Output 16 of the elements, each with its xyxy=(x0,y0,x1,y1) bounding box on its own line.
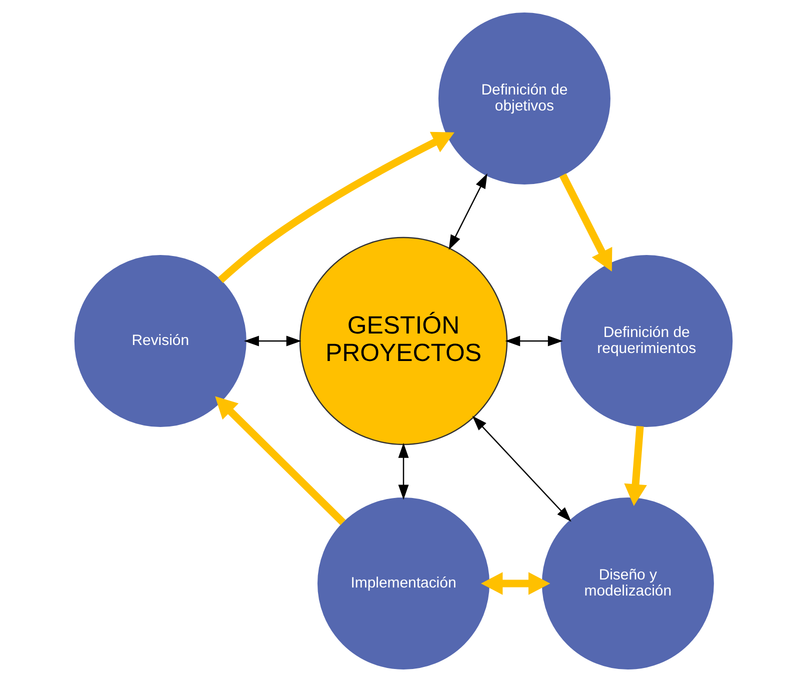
arrow xyxy=(480,572,550,595)
arrow xyxy=(558,173,612,272)
node-circle: GESTIÓN PROYECTOS xyxy=(298,236,508,446)
arrow xyxy=(504,336,562,346)
node-circle: Revisión xyxy=(74,254,246,428)
arrow xyxy=(398,442,408,500)
node-circle: Implementación xyxy=(316,497,490,670)
node-circle: Definición de requerimientos xyxy=(560,254,732,428)
arrow xyxy=(472,416,571,522)
arrow xyxy=(624,426,646,506)
arrow xyxy=(214,396,346,526)
arrow xyxy=(217,132,454,283)
node-circle: Diseño y modelización xyxy=(541,497,714,670)
arrow xyxy=(243,336,301,346)
node-circle: Definición de objetivos xyxy=(438,12,610,185)
arrow xyxy=(448,173,487,250)
